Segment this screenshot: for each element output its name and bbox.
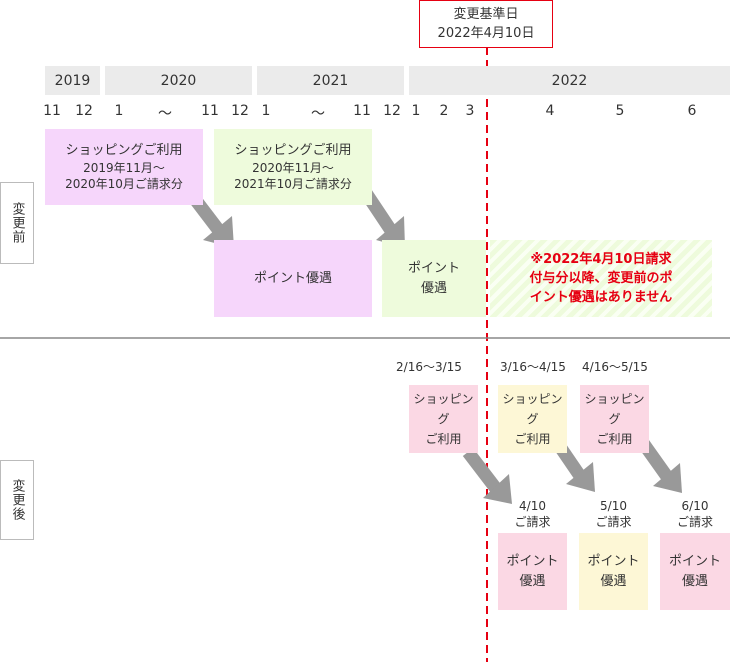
arrow-icon: [462, 448, 512, 504]
usage-text: ショッピング: [413, 392, 474, 426]
billing-date: 5/10: [600, 499, 627, 513]
usage-title: ショッピングご利用: [65, 143, 183, 158]
points-box: ポイント優遇: [660, 533, 730, 610]
usage-box: ショッピングご利用: [498, 385, 567, 453]
month-label: 12: [75, 103, 93, 119]
month-label: 5: [615, 103, 625, 119]
month-label: 1: [411, 103, 421, 119]
month-label: 12: [383, 103, 401, 119]
billing-label: 5/10 ご請求: [579, 498, 648, 530]
points-label: ポイント: [506, 553, 559, 569]
usage-box: ショッピングご利用 2020年11月〜 2021年10月ご請求分: [214, 129, 372, 205]
month-label: 12: [231, 103, 249, 119]
billing-date: 6/10: [681, 499, 709, 513]
month-label: 4: [545, 103, 555, 119]
year-2019: 2019: [45, 66, 100, 95]
month-label: 3: [465, 103, 475, 119]
before-label: 変更前: [0, 182, 34, 264]
usage-text: ご利用: [425, 432, 462, 446]
change-date-box: 変更基準日 2022年4月10日: [419, 0, 553, 48]
billing-label: 4/10 ご請求: [498, 498, 567, 530]
points-box: ポイント優遇: [579, 533, 648, 610]
month-label: 〜: [158, 106, 172, 122]
year-2020: 2020: [105, 66, 252, 95]
notice-text: 付与分以降、変更前のポ: [529, 271, 673, 286]
month-label: 11: [201, 103, 219, 119]
usage-period: 2020年10月ご請求分: [65, 177, 183, 191]
points-label: ポイント: [407, 260, 460, 276]
usage-period: 2021年10月ご請求分: [234, 177, 352, 191]
year-2021: 2021: [257, 66, 404, 95]
usage-text: ご利用: [596, 432, 633, 446]
notice-text: イント優遇はありません: [529, 290, 673, 305]
billing-text: ご請求: [595, 515, 632, 529]
points-label: 優遇: [519, 573, 546, 589]
notice-text: ※2022年4月10日請求: [530, 252, 672, 267]
change-date-value: 2022年4月10日: [437, 26, 535, 41]
points-label: 優遇: [420, 280, 447, 296]
points-box: ポイント優遇: [498, 533, 567, 610]
month-label: 〜: [311, 106, 325, 122]
month-label: 1: [114, 103, 124, 119]
year-2022: 2022: [409, 66, 730, 95]
usage-title: ショッピングご利用: [234, 143, 352, 158]
usage-period: 2019年11月〜: [83, 161, 165, 175]
billing-date: 4/10: [519, 499, 546, 513]
billing-text: ご請求: [514, 515, 551, 529]
month-label: 6: [687, 103, 697, 119]
period-label: 2/16〜3/15: [396, 360, 462, 374]
month-label: 11: [43, 103, 61, 119]
change-date-title: 変更基準日: [453, 7, 519, 22]
points-box: ポイント優遇: [382, 240, 486, 317]
points-label: ポイント: [587, 553, 640, 569]
points-label: 優遇: [600, 573, 627, 589]
usage-period: 2020年11月〜: [252, 161, 334, 175]
billing-label: 6/10 ご請求: [660, 498, 730, 530]
month-label: 2: [439, 103, 449, 119]
usage-text: ご利用: [514, 432, 551, 446]
notice-box: ※2022年4月10日請求 付与分以降、変更前のポ イント優遇はありません: [490, 240, 712, 317]
month-label: 1: [261, 103, 271, 119]
after-label: 変更後: [0, 460, 34, 540]
points-label: ポイント: [668, 553, 721, 569]
usage-box: ショッピングご利用: [580, 385, 649, 453]
billing-text: ご請求: [676, 515, 713, 529]
points-label: ポイント優遇: [253, 270, 332, 286]
usage-text: ショッピング: [584, 392, 645, 426]
period-label: 4/16〜5/15: [582, 360, 648, 374]
period-label: 3/16〜4/15: [500, 360, 566, 374]
month-label: 11: [353, 103, 371, 119]
points-label: 優遇: [681, 573, 708, 589]
usage-box: ショッピングご利用 2019年11月〜 2020年10月ご請求分: [45, 129, 203, 205]
points-box: ポイント優遇: [214, 240, 372, 317]
usage-box: ショッピングご利用: [409, 385, 478, 453]
usage-text: ショッピング: [502, 392, 563, 426]
